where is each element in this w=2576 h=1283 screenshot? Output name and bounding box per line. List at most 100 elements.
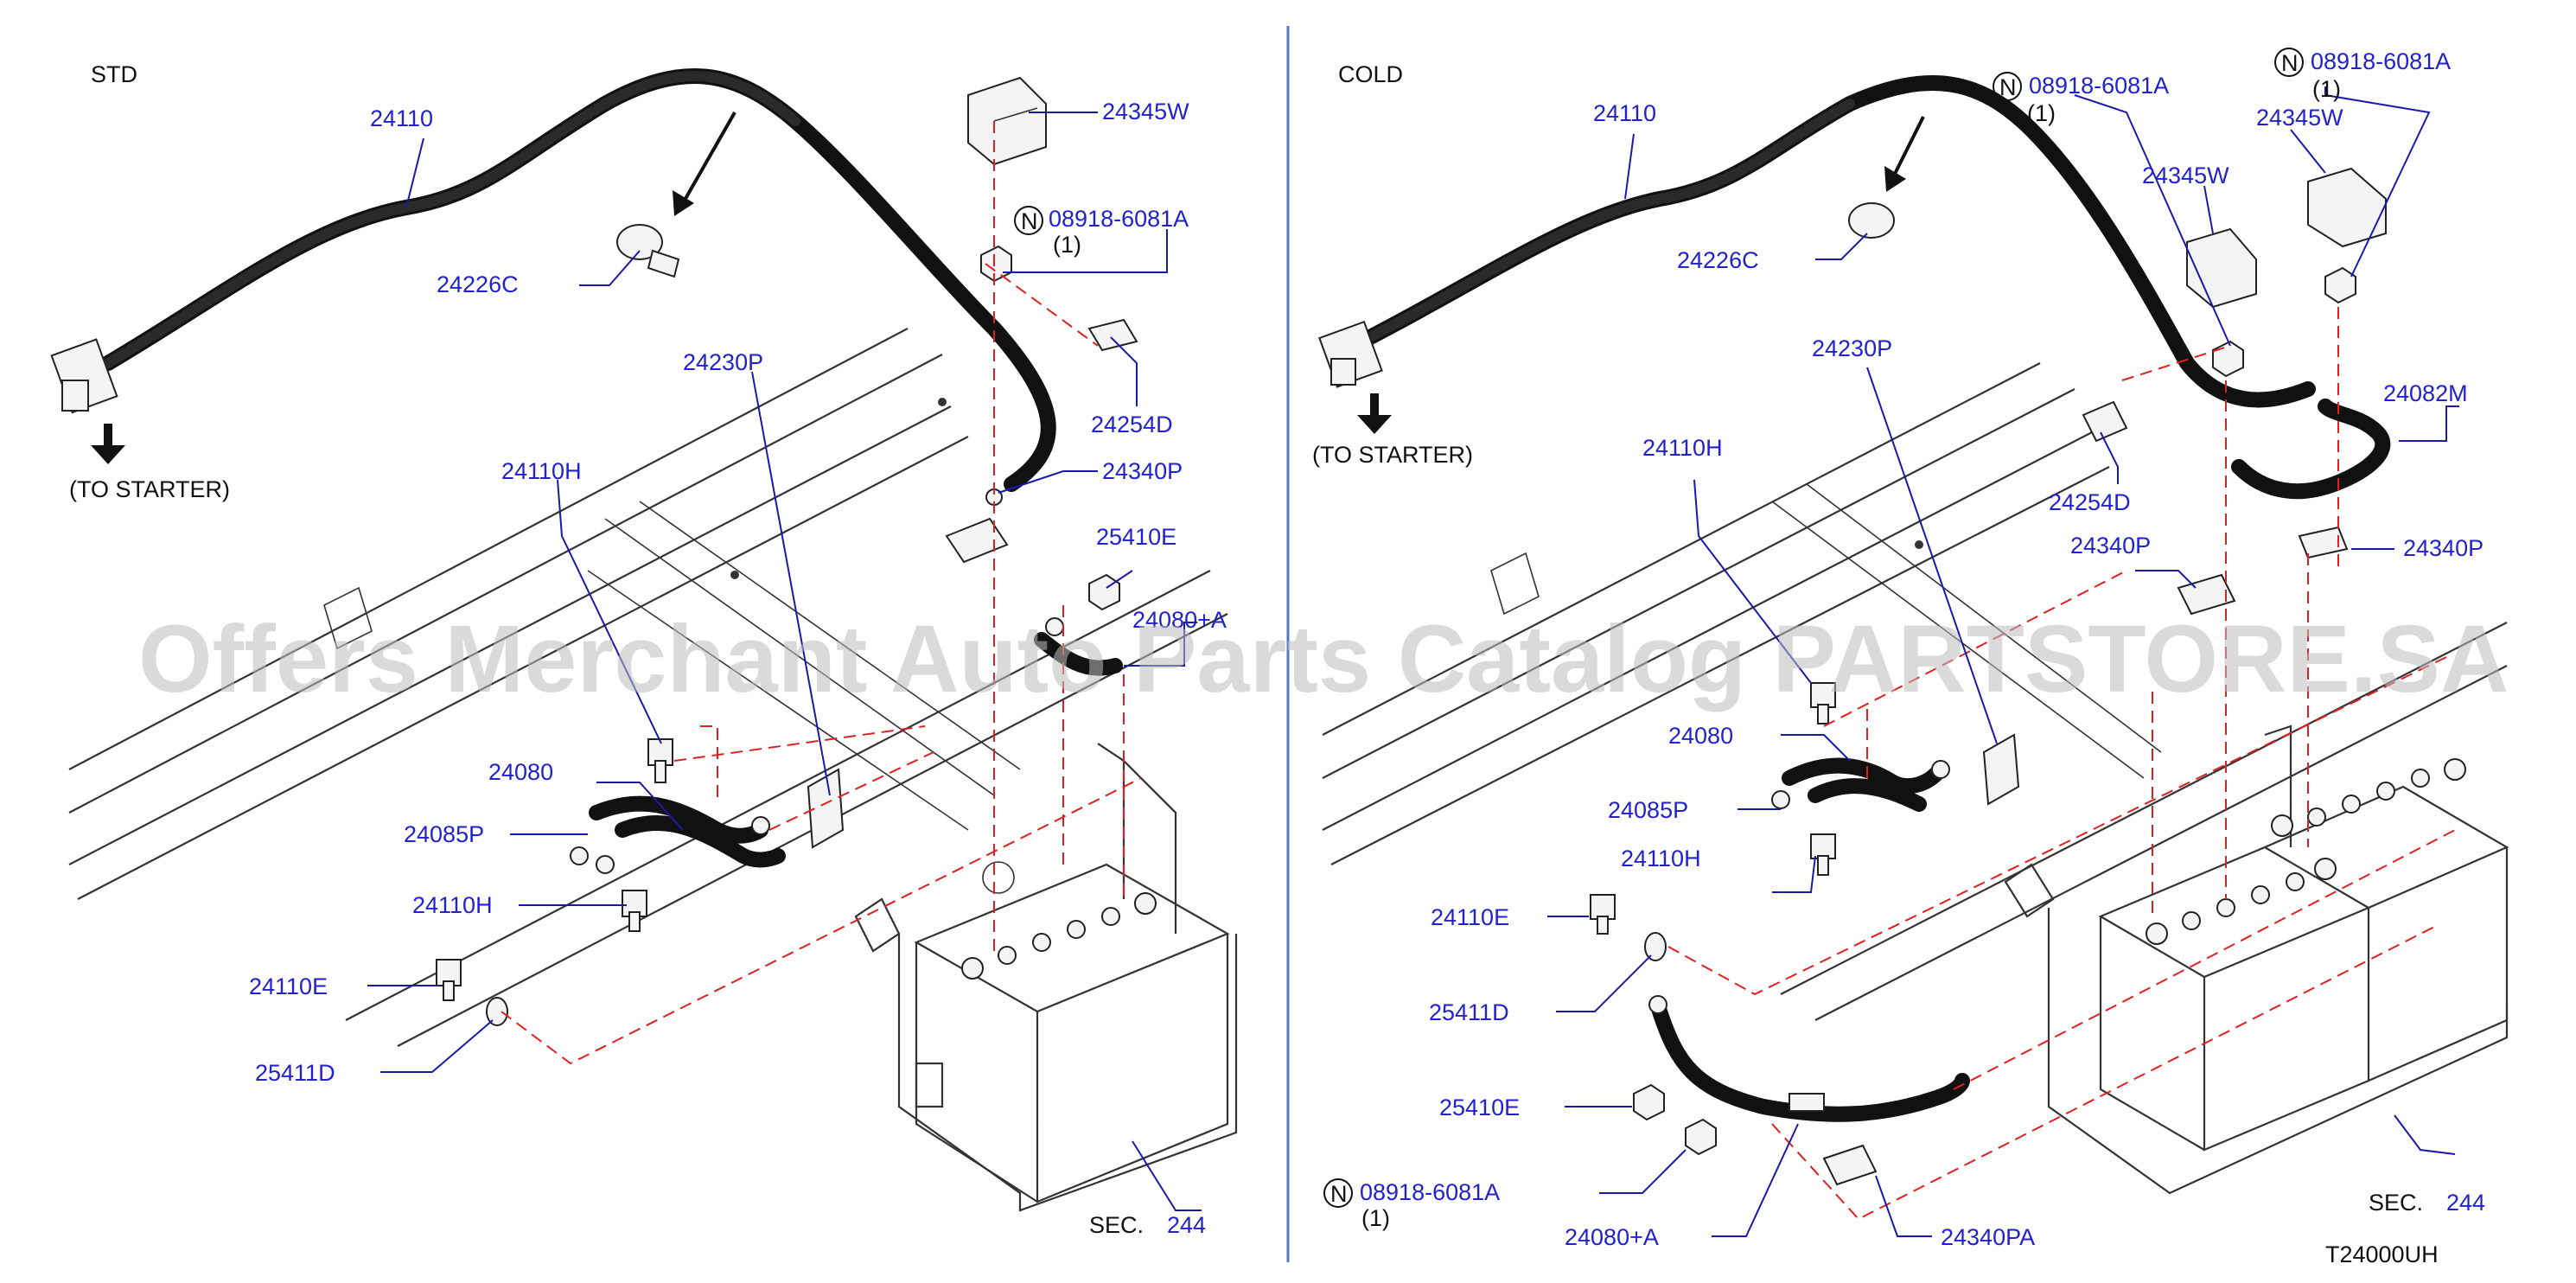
cover-24345w-right-a xyxy=(2186,227,2257,309)
part-label-24254d-right[interactable]: 24254D xyxy=(2049,489,2131,515)
part-label-24345w-right-a[interactable]: 24345W xyxy=(2142,163,2229,188)
svg-text:N: N xyxy=(2281,50,2299,76)
cable-24082m-right xyxy=(2231,399,2391,500)
nut-08918-right xyxy=(1685,1118,1717,1156)
bolt-24110h-top-left xyxy=(647,738,673,783)
svg-text:N: N xyxy=(1999,74,2017,100)
part-label-24340p-right-a[interactable]: 24340P xyxy=(2070,533,2151,559)
n-symbol-icon: N xyxy=(1993,72,2022,101)
clip-24226c-right xyxy=(1848,202,1895,239)
part-label-24345w[interactable]: 24345W xyxy=(1102,99,1189,124)
part-label-24080[interactable]: 24080 xyxy=(488,759,553,785)
nut-right-a xyxy=(2212,340,2244,378)
leaders-left xyxy=(367,112,1202,1211)
panel-title-std: STD xyxy=(91,61,137,87)
dashed-lines-right xyxy=(1667,307,2456,1221)
terminal-24340p-right-b xyxy=(2298,526,2349,559)
bolt-24110h-bot-left xyxy=(622,890,647,932)
part-label-24080a-right[interactable]: 24080+A xyxy=(1565,1224,1659,1250)
frame-rails-left xyxy=(68,328,1228,1047)
cable-24080-right xyxy=(1771,757,1950,812)
terminal-24340pa-right xyxy=(1822,1144,1878,1186)
part-label-24254d[interactable]: 24254D xyxy=(1091,412,1173,437)
part-label-24110-right[interactable]: 24110 xyxy=(1593,100,1656,126)
part-label-24080-right[interactable]: 24080 xyxy=(1668,723,1733,749)
to-starter-label: (TO STARTER) xyxy=(69,476,230,502)
nut-25410e-left xyxy=(1088,573,1120,611)
retainer-24254d-right xyxy=(2082,400,2128,443)
part-label-24110e-right[interactable]: 24110E xyxy=(1431,904,1509,930)
frame-rails-right xyxy=(1322,362,2508,1021)
diagram-code: T24000UH xyxy=(2325,1242,2439,1267)
right-panel: COLD (TO STARTER) 24110 24226C N 08918-6… xyxy=(1312,48,2509,1267)
part-qty: (1) xyxy=(2027,100,2056,126)
nut-25410e-right xyxy=(1633,1083,1665,1121)
part-label-25411d-right[interactable]: 25411D xyxy=(1429,999,1509,1025)
terminal-24340p-left xyxy=(945,488,1009,564)
part-label-24226c-right[interactable]: 24226C xyxy=(1677,247,1759,273)
bolt-24110h-top-right xyxy=(1810,682,1836,724)
part-qty: (1) xyxy=(1053,232,1081,258)
n-symbol-icon: N xyxy=(1323,1178,1353,1208)
n-symbol-icon: N xyxy=(2274,48,2304,77)
part-label-24230p[interactable]: 24230P xyxy=(683,349,763,375)
cable-24110-left xyxy=(50,67,1056,492)
part-label-24085p[interactable]: 24085P xyxy=(404,821,484,847)
part-label-24110h[interactable]: 24110H xyxy=(501,458,582,484)
part-label-25410e[interactable]: 25410E xyxy=(1096,524,1176,550)
n-symbol-icon: N xyxy=(1014,206,1043,235)
part-qty: (1) xyxy=(2312,76,2341,102)
part-label-24082m-right[interactable]: 24082M xyxy=(2383,380,2468,406)
bolt-24110e-left xyxy=(436,959,462,1001)
part-label-24340p[interactable]: 24340P xyxy=(1102,458,1183,484)
part-label-24085p-right[interactable]: 24085P xyxy=(1608,797,1688,823)
sec-prefix-right: SEC. xyxy=(2369,1190,2423,1216)
part-label-08918-6081a-right-3[interactable]: 08918-6081A xyxy=(1360,1179,1500,1205)
watermark: Offers Merchant Auto Parts Catalog PARTS… xyxy=(138,606,2509,712)
washer-25411d-right xyxy=(1644,932,1667,961)
part-label-24230p-right[interactable]: 24230P xyxy=(1812,335,1892,361)
cover-24345w-left xyxy=(967,76,1047,166)
part-label-08918-6081a-right-2[interactable]: 08918-6081A xyxy=(2311,48,2451,74)
cable-24080-left xyxy=(570,795,786,874)
left-panel: STD (TO STARTER) 24110 24226C 24345W N 0… xyxy=(50,61,1238,1238)
retainer-24254d-left xyxy=(1087,318,1138,352)
part-label-24110h-right[interactable]: 24110H xyxy=(1642,435,1723,461)
svg-text:N: N xyxy=(1330,1181,1348,1207)
batteries-right xyxy=(2004,724,2509,1195)
panel-title-cold: COLD xyxy=(1338,61,1403,87)
dashed-lines-left xyxy=(501,121,1142,1065)
part-label-25411d[interactable]: 25411D xyxy=(255,1060,335,1086)
battery-left xyxy=(854,743,1238,1212)
cable-24080a-right xyxy=(1648,995,1970,1122)
to-starter-label-right: (TO STARTER) xyxy=(1312,442,1473,468)
clamp-24080a-left xyxy=(1034,632,1123,676)
svg-text:N: N xyxy=(1021,208,1038,234)
part-label-08918-6081a-right-1[interactable]: 08918-6081A xyxy=(2029,73,2169,99)
cover-24345w-right-b xyxy=(2307,167,2387,248)
bracket-24230p-right xyxy=(1982,733,2020,806)
nut-right-b xyxy=(2324,266,2356,304)
part-label-24110h-bottom[interactable]: 24110H xyxy=(412,892,493,918)
part-label-24110e[interactable]: 24110E xyxy=(249,973,328,999)
washer-25411d-left xyxy=(486,997,508,1026)
part-label-08918-6081a[interactable]: 08918-6081A xyxy=(1049,206,1189,232)
bolt-24110h-bot-right xyxy=(1810,833,1836,876)
bolt-24110e-right xyxy=(1590,894,1616,935)
sec-link-244-right[interactable]: 244 xyxy=(2446,1190,2485,1216)
part-label-24110h-right-bottom[interactable]: 24110H xyxy=(1621,846,1701,871)
part-label-24110[interactable]: 24110 xyxy=(370,105,433,131)
part-label-24080a[interactable]: 24080+A xyxy=(1132,607,1227,633)
leaders-right xyxy=(1547,86,2459,1237)
part-label-24345w-right-b[interactable]: 24345W xyxy=(2256,105,2343,131)
part-label-24340p-right-b[interactable]: 24340P xyxy=(2403,535,2484,561)
clip-24226c-left xyxy=(616,224,680,278)
bracket-24230p-left xyxy=(807,768,845,849)
part-label-24226c[interactable]: 24226C xyxy=(437,271,519,297)
cable-24110-right xyxy=(1318,75,2316,434)
part-label-25410e-right[interactable]: 25410E xyxy=(1439,1095,1520,1120)
sec-link-244[interactable]: 244 xyxy=(1167,1212,1206,1238)
part-label-24340pa-right[interactable]: 24340PA xyxy=(1941,1224,2035,1250)
part-qty: (1) xyxy=(1361,1205,1390,1231)
